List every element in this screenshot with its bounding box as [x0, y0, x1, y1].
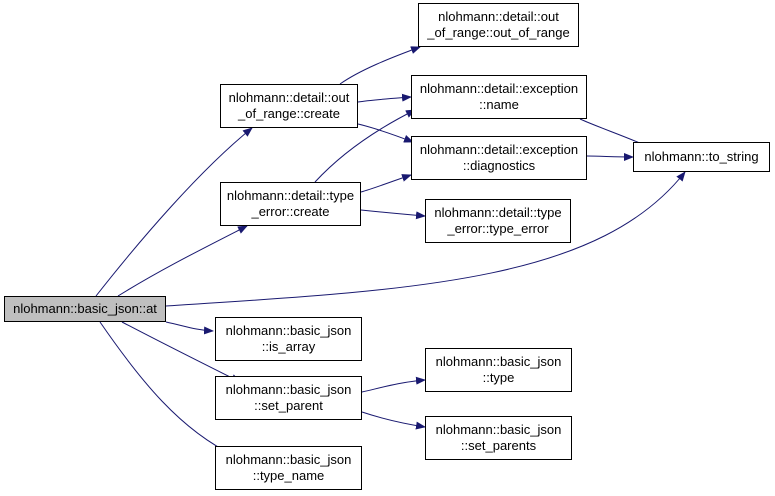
edge-at-to-to_string	[165, 171, 686, 307]
node-label: nlohmann::detail::exception ::diagnostic…	[419, 142, 579, 173]
edge-at-to-te_create	[117, 225, 248, 297]
node-oor-ctor[interactable]: nlohmann::detail::out _of_range::out_of_…	[418, 3, 579, 47]
node-label: nlohmann::to_string	[644, 149, 759, 164]
edge-at-to-set_parent	[121, 321, 241, 383]
node-is-array[interactable]: nlohmann::basic_json ::is_array	[215, 317, 362, 361]
node-type-name[interactable]: nlohmann::basic_json ::type_name	[215, 446, 362, 490]
node-label: nlohmann::detail::type _error::create	[226, 188, 355, 219]
node-label: nlohmann::basic_json ::type	[435, 354, 562, 385]
edge-te_create-to-exc_diag	[360, 174, 412, 193]
edge-te_create-to-te_ctor	[360, 209, 426, 220]
edge-at-to-is_array	[165, 321, 214, 335]
node-label: nlohmann::detail::out _of_range::out_of_…	[427, 9, 570, 40]
node-label: nlohmann::basic_json ::type_name	[225, 452, 352, 483]
node-exc-name[interactable]: nlohmann::detail::exception ::name	[411, 75, 587, 119]
edge-exc_diag-to-to_string	[586, 152, 634, 161]
edge-te_create-to-exc_name	[314, 109, 416, 183]
edge-oor_create-to-exc_diag	[357, 123, 414, 143]
node-oor-create[interactable]: nlohmann::detail::out _of_range::create	[220, 84, 358, 128]
edge-set_parent-to-set_parents	[361, 411, 426, 430]
node-label: nlohmann::basic_json::at	[13, 301, 157, 316]
node-label: nlohmann::basic_json ::set_parent	[225, 382, 352, 413]
node-to-string[interactable]: nlohmann::to_string	[633, 142, 770, 172]
node-label: nlohmann::detail::exception ::name	[419, 81, 579, 112]
node-label: nlohmann::basic_json ::set_parents	[435, 422, 562, 453]
node-at: nlohmann::basic_json::at	[4, 296, 166, 322]
node-label: nlohmann::basic_json ::is_array	[225, 323, 352, 354]
edge-set_parent-to-type	[361, 376, 426, 393]
node-set-parent[interactable]: nlohmann::basic_json ::set_parent	[215, 376, 362, 420]
node-type[interactable]: nlohmann::basic_json ::type	[425, 348, 572, 392]
node-set-parents[interactable]: nlohmann::basic_json ::set_parents	[425, 416, 572, 460]
node-label: nlohmann::detail::out _of_range::create	[228, 90, 350, 121]
edge-at-to-type_name	[99, 321, 236, 457]
node-te-ctor[interactable]: nlohmann::detail::type _error::type_erro…	[425, 199, 571, 243]
node-label: nlohmann::detail::type _error::type_erro…	[434, 205, 562, 236]
edge-oor_create-to-exc_name	[357, 93, 412, 103]
node-exc-diag[interactable]: nlohmann::detail::exception ::diagnostic…	[411, 136, 587, 180]
node-te-create[interactable]: nlohmann::detail::type _error::create	[220, 182, 361, 226]
edge-at-to-oor_create	[95, 127, 253, 297]
edge-oor_create-to-oor_ctor	[339, 46, 421, 85]
